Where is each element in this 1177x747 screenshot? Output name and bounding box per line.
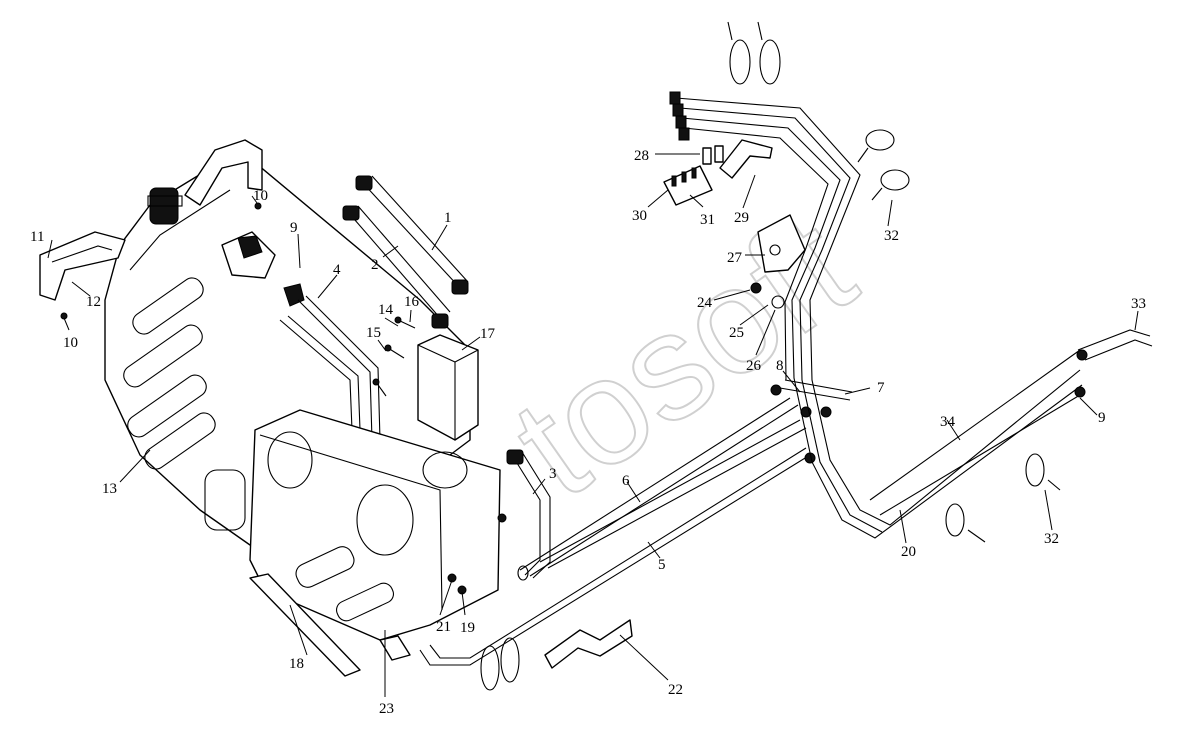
- callout-21: 21: [436, 619, 451, 635]
- callout-32-top: 32: [884, 228, 899, 244]
- callout-19: 19: [460, 620, 475, 636]
- callout-3: 3: [549, 466, 557, 482]
- clip-26: [771, 295, 785, 309]
- cable-tie-right: [857, 129, 910, 201]
- rubber-pad: [249, 573, 411, 677]
- callout-18: 18: [289, 656, 304, 672]
- bracket-22: [544, 619, 633, 669]
- cable-tie-lower-right: [945, 453, 1061, 543]
- callout-14: 14: [378, 302, 394, 318]
- callout-5: 5: [658, 557, 666, 573]
- callout-31: 31: [700, 212, 715, 228]
- callout-26: 26: [746, 358, 762, 374]
- callout-9-right: 9: [1098, 410, 1106, 426]
- callout-28: 28: [634, 148, 649, 164]
- tank-handle-left: [39, 231, 126, 301]
- callout-labels: 1 2 3 4 5 6 7 8 9 9 10 10 11 12 13 14 15…: [30, 148, 1146, 717]
- cable-tie-bottom: [480, 637, 520, 691]
- tank-bracket-frame: [249, 409, 501, 641]
- nut-24: [750, 282, 762, 294]
- hard-line-bundle: [669, 91, 1153, 539]
- fuel-sender-unit: [221, 231, 305, 307]
- callout-8: 8: [776, 358, 784, 374]
- pipe-9-right: [879, 349, 1088, 516]
- callout-9-tank: 9: [290, 220, 298, 236]
- callout-15: 15: [366, 325, 381, 341]
- watermark: tosoft: [484, 181, 881, 529]
- callout-22: 22: [668, 682, 683, 698]
- callout-29: 29: [734, 210, 749, 226]
- bolts-14-15-16: [372, 316, 416, 397]
- leader-lines: [47, 153, 1139, 697]
- module-17: [417, 334, 479, 441]
- hose-3: [506, 449, 551, 579]
- hose-1: [355, 175, 469, 295]
- cable-tie-top: [727, 21, 781, 85]
- callout-32-bottom: 32: [1044, 531, 1059, 547]
- junction-block: [663, 165, 713, 206]
- callout-2: 2: [371, 257, 379, 273]
- tank-handle-top: [184, 139, 263, 206]
- bracket-27: [757, 214, 806, 273]
- callout-23: 23: [379, 701, 394, 717]
- fitting-19-21: [447, 513, 507, 595]
- callout-20: 20: [901, 544, 916, 560]
- pipe-4: [279, 295, 381, 441]
- callout-7: 7: [877, 380, 885, 396]
- callout-30: 30: [632, 208, 647, 224]
- bracket-29: [719, 139, 773, 179]
- callout-27: 27: [727, 250, 743, 266]
- callout-25: 25: [729, 325, 744, 341]
- pipe-6: [517, 397, 799, 581]
- callout-24: 24: [697, 295, 713, 311]
- callout-1: 1: [444, 210, 452, 226]
- callout-34: 34: [940, 414, 956, 430]
- callout-4: 4: [333, 262, 341, 278]
- callout-6: 6: [622, 473, 630, 489]
- callout-11: 11: [30, 229, 44, 245]
- callout-13: 13: [102, 481, 117, 497]
- callout-16: 16: [404, 294, 420, 310]
- hose-2: [342, 205, 451, 329]
- callout-33: 33: [1131, 296, 1146, 312]
- callout-12: 12: [86, 294, 101, 310]
- filler-cap: [147, 187, 183, 225]
- pipe-7-8: [770, 379, 853, 464]
- pipe-34: [869, 349, 1081, 501]
- pipe-lower: [419, 447, 811, 666]
- callout-17: 17: [480, 326, 496, 342]
- callout-10-left: 10: [63, 335, 78, 351]
- pipe-5: [539, 419, 807, 569]
- callout-10-top: 10: [253, 188, 268, 204]
- bolts-28: [702, 145, 724, 165]
